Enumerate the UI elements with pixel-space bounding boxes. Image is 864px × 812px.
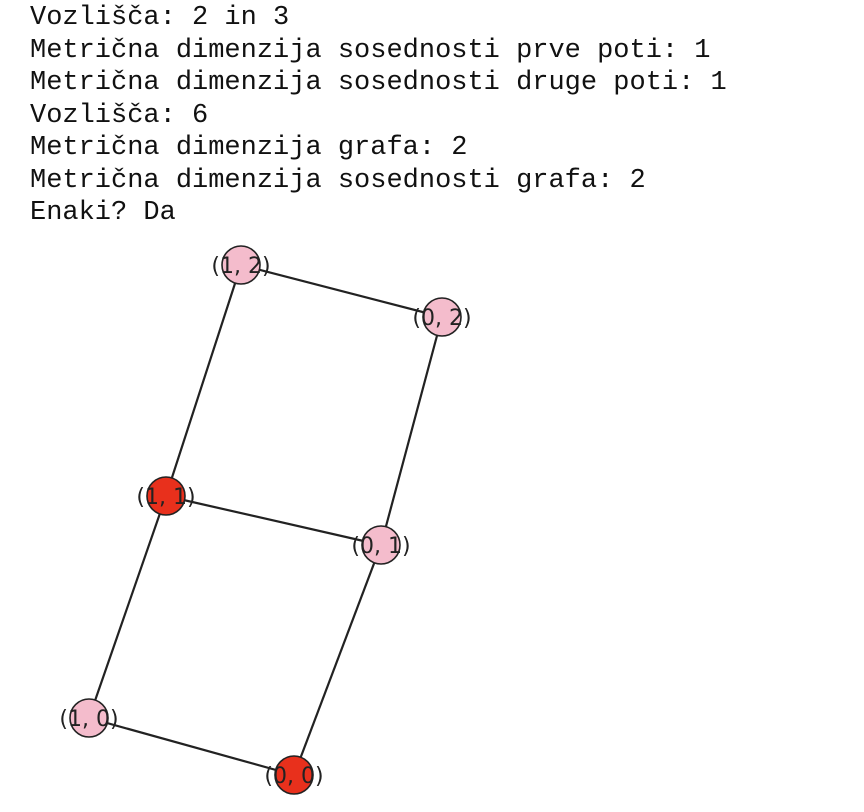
graph-edge xyxy=(164,264,243,497)
output-line-second-path-dimension: Metrična dimenzija sosednosti druge poti… xyxy=(30,68,727,98)
graph-node-circle xyxy=(361,525,401,565)
graph-edge xyxy=(88,716,295,777)
graph-node-label: (0, 0) xyxy=(264,764,323,789)
graph-edge xyxy=(240,263,443,319)
graph-node: (0, 2) xyxy=(412,297,472,337)
graph-node-label: (0, 1) xyxy=(351,534,410,559)
graph-node-circle xyxy=(221,245,261,285)
graph-edge xyxy=(87,495,168,719)
graph-node-label: (1, 1) xyxy=(136,485,195,510)
graph-node-label: (0, 2) xyxy=(412,306,471,331)
graph-node-label: (1, 0) xyxy=(59,707,118,732)
graph-edges xyxy=(87,263,444,777)
output-line-graph-adjacency-dimension: Metrična dimenzija sosednosti grafa: 2 xyxy=(30,165,646,196)
graph-node-circle xyxy=(422,297,462,337)
output-line-vertices-1: Vozlišča: 2 in 3 xyxy=(30,3,290,33)
output-line-equal: Enaki? Da xyxy=(30,198,176,228)
graph-edge xyxy=(292,544,383,776)
output-line-vertices-2: Vozlišča: 6 xyxy=(30,100,209,131)
graph-node-circle xyxy=(274,755,314,795)
graph-node-circle xyxy=(69,698,109,738)
graph-node: (0, 0) xyxy=(264,755,324,795)
graph-node: (1, 2) xyxy=(211,245,271,285)
output-line-graph-dimension: Metrična dimenzija grafa: 2 xyxy=(30,133,468,163)
graph-node: (1, 1) xyxy=(136,476,196,516)
graph-nodes: (1, 2) (0, 2) (1, 1) (0, 1) (1, 0) (0, 0) xyxy=(59,245,472,795)
output-line-first-path-dimension: Metrična dimenzija sosednosti prve poti:… xyxy=(30,35,711,66)
graph-node: (1, 0) xyxy=(59,698,119,738)
graph-node-circle xyxy=(146,476,186,516)
graph-edge xyxy=(379,316,444,546)
graph-node-label: (1, 2) xyxy=(211,254,270,279)
graph-edge xyxy=(165,494,382,547)
graph-node: (0, 1) xyxy=(351,525,411,565)
